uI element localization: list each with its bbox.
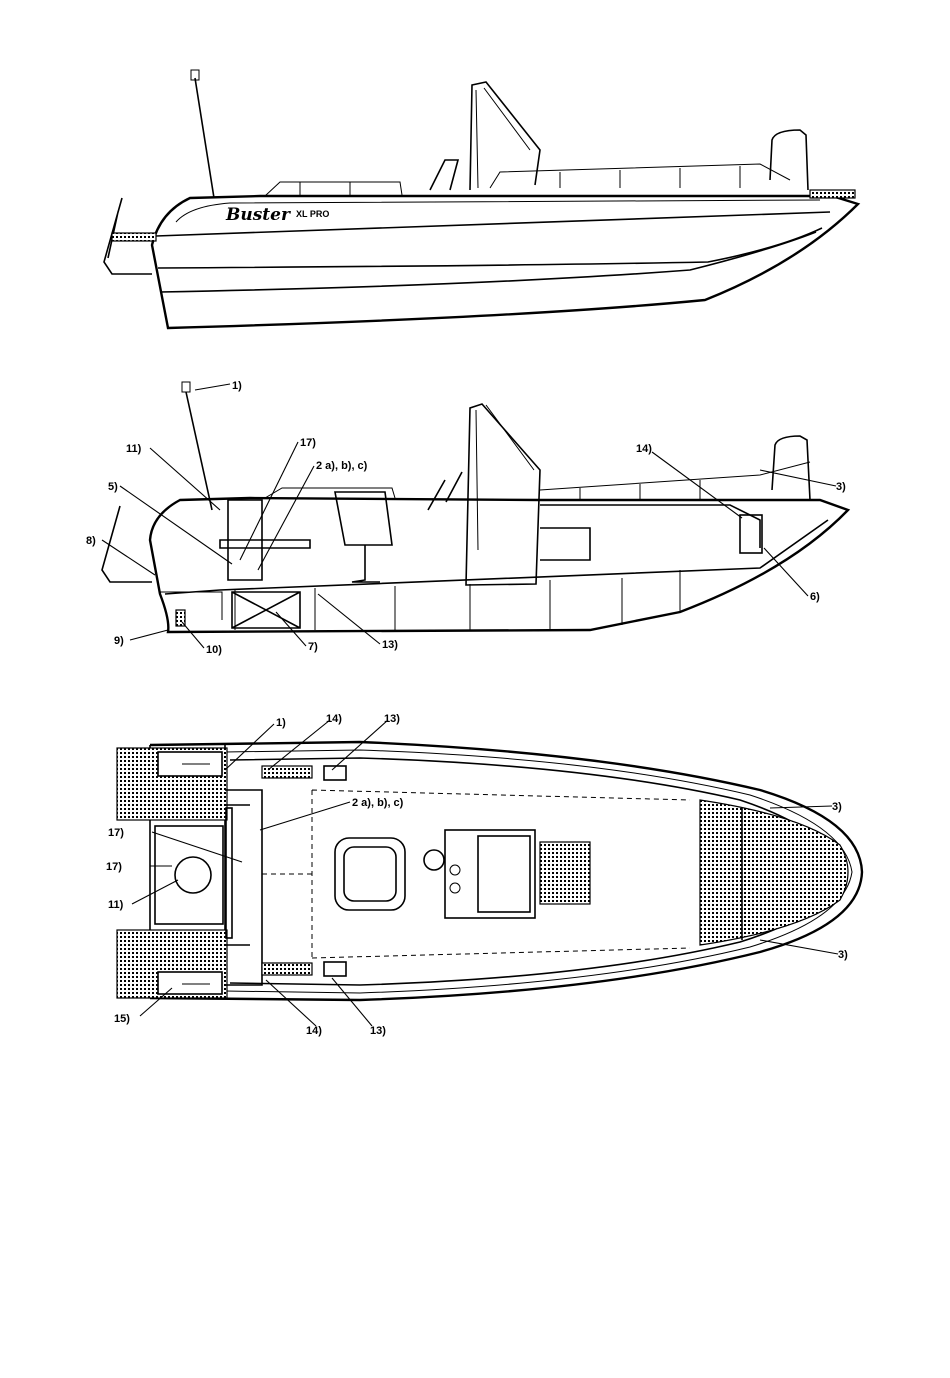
label-6: 6)	[810, 591, 820, 603]
label-8: 8)	[86, 535, 96, 547]
leader-7	[276, 612, 306, 646]
cutaway-antenna	[186, 392, 212, 510]
top-label-14b: 14)	[306, 1025, 322, 1037]
aft-rail	[265, 182, 402, 196]
label-17: 17)	[300, 437, 316, 449]
label-9: 9)	[114, 635, 124, 647]
leader-5	[120, 486, 232, 564]
leader-8	[102, 540, 155, 575]
cutaway-antenna-light	[182, 382, 190, 392]
cutaway-console-rail	[476, 405, 534, 550]
top-hatch-lower	[324, 962, 346, 976]
top-label-3a: 3)	[832, 801, 842, 813]
bow-rail	[770, 130, 808, 190]
top-leader-13a	[332, 720, 388, 770]
top-bow-deck	[700, 800, 848, 945]
label-11: 11)	[126, 443, 142, 455]
cutaway-bow-rail	[772, 436, 810, 500]
top-cleat-lower	[158, 972, 222, 994]
cutaway-bow-box	[740, 515, 762, 553]
top-console-grip	[540, 842, 590, 904]
top-label-3b: 3)	[838, 949, 848, 961]
label-13: 13)	[382, 639, 398, 651]
label-5: 5)	[108, 481, 118, 493]
top-side-pocket-lower	[262, 963, 312, 975]
label-10: 10)	[206, 644, 222, 656]
top-label-17b: 17)	[106, 861, 122, 873]
bow-grip-deck	[810, 190, 855, 198]
top-seat	[335, 838, 405, 910]
top-leader-3b	[760, 940, 838, 954]
cutaway-dash	[540, 528, 590, 560]
top-label-11: 11)	[108, 899, 124, 911]
cutaway-hull-outline	[150, 498, 848, 632]
top-leader-14b	[266, 980, 316, 1026]
cutaway-side-rail	[540, 462, 810, 500]
stern-grip-deck	[112, 233, 156, 241]
leader-13	[318, 594, 380, 644]
top-label-13a: 13)	[384, 713, 400, 725]
leader-1	[195, 384, 230, 390]
cutaway-rod-holder	[428, 472, 462, 510]
antenna	[195, 78, 214, 198]
cutaway-bench	[540, 505, 760, 548]
top-label-13b: 13)	[370, 1025, 386, 1037]
cutaway-fuel-tank	[232, 592, 300, 628]
leader-10	[182, 622, 204, 648]
hull-chine-lower	[160, 232, 816, 292]
label-2: 2 a), b), c)	[316, 460, 368, 472]
top-label-14a: 14)	[326, 713, 342, 725]
label-7: 7)	[308, 641, 318, 653]
leader-14	[652, 452, 742, 518]
top-label-17a: 17)	[108, 827, 124, 839]
top-label-15: 15)	[114, 1013, 130, 1025]
label-1: 1)	[232, 380, 242, 392]
leader-6	[764, 548, 808, 596]
leader-2	[258, 466, 314, 570]
leader-17	[240, 442, 298, 560]
leader-3	[760, 470, 836, 486]
cutaway-side-view: 1) 11) 17) 2 a), b), c) 5) 8) 9) 10) 7) …	[86, 380, 848, 656]
top-rod-rack	[226, 808, 232, 938]
top-label-2: 2 a), b), c)	[352, 797, 404, 809]
top-engine-well	[155, 826, 223, 924]
brand-name: Buster	[225, 205, 291, 225]
top-leader-2	[260, 802, 350, 830]
top-view: 1) 14) 13) 3) 2 a), b), c) 17) 17) 11) 3…	[106, 713, 862, 1037]
top-steering-wheel	[424, 850, 444, 870]
cutaway-stern-ladder	[102, 506, 152, 582]
label-3: 3)	[836, 481, 846, 493]
cutaway-aft-rail	[265, 488, 395, 498]
cutaway-aft-deck	[220, 540, 310, 548]
exterior-side-view: Buster XL PRO	[104, 70, 858, 328]
cutaway-transom	[160, 592, 222, 620]
top-side-pocket-upper	[262, 766, 312, 778]
top-label-1: 1)	[276, 717, 286, 729]
seat-back	[430, 160, 458, 190]
top-thwart	[225, 790, 262, 985]
top-leader-1	[225, 724, 274, 770]
cutaway-seat	[335, 492, 392, 582]
console-frame	[470, 82, 540, 190]
top-hatch-upper	[324, 766, 346, 780]
cutaway-frames	[235, 570, 680, 630]
label-14: 14)	[636, 443, 652, 455]
leader-9	[130, 630, 168, 640]
brand-model: XL PRO	[296, 209, 329, 219]
